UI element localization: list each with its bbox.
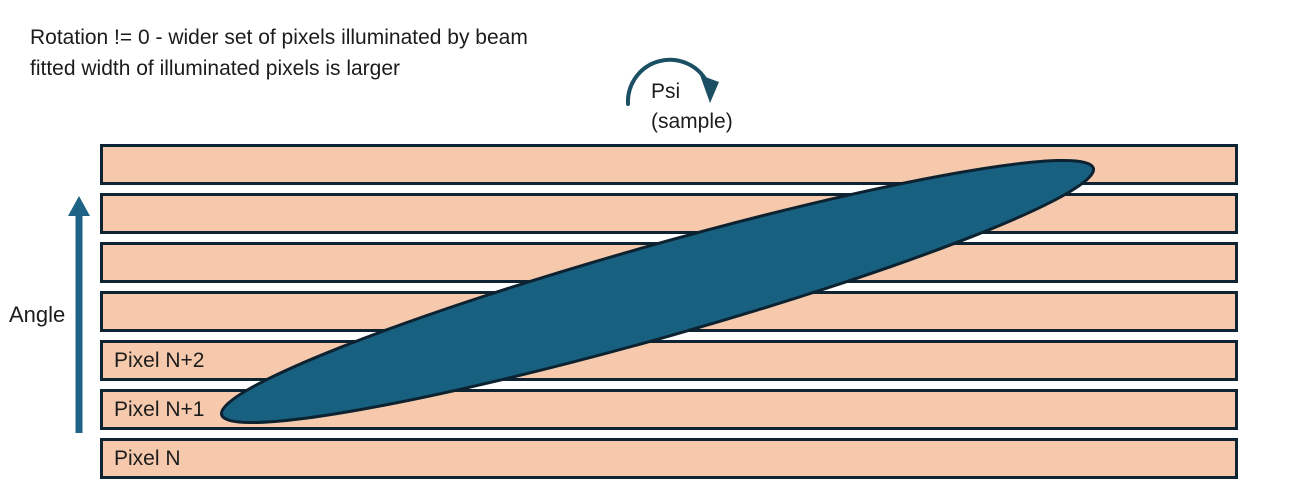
psi-sample-label: (sample) xyxy=(651,110,733,133)
angle-arrow-line xyxy=(75,212,83,433)
title-line-2: fitted width of illuminated pixels is la… xyxy=(30,57,401,80)
pixel-bar-row xyxy=(100,242,1238,283)
psi-label: Psi xyxy=(651,80,681,103)
title-line-1: Rotation != 0 - wider set of pixels illu… xyxy=(30,26,528,49)
psi-annotation: Psi (sample) xyxy=(651,77,733,137)
pixel-bar-label: Pixel N+1 xyxy=(114,397,205,421)
pixel-bar-row-n-plus-1: Pixel N+1 xyxy=(100,389,1238,430)
pixel-bar-row xyxy=(100,291,1238,332)
pixel-bar-row-n: Pixel N xyxy=(100,438,1238,479)
angle-axis-label: Angle xyxy=(9,302,66,327)
pixel-bar-row-n-plus-2: Pixel N+2 xyxy=(100,340,1238,381)
angle-arrowhead xyxy=(68,196,90,216)
pixel-bar-row xyxy=(100,193,1238,234)
pixel-bar-label: Pixel N xyxy=(114,446,181,470)
pixel-bar-row xyxy=(100,144,1238,185)
pixel-bar-label: Pixel N+2 xyxy=(114,348,205,372)
slide-title: Rotation != 0 - wider set of pixels illu… xyxy=(30,22,528,84)
